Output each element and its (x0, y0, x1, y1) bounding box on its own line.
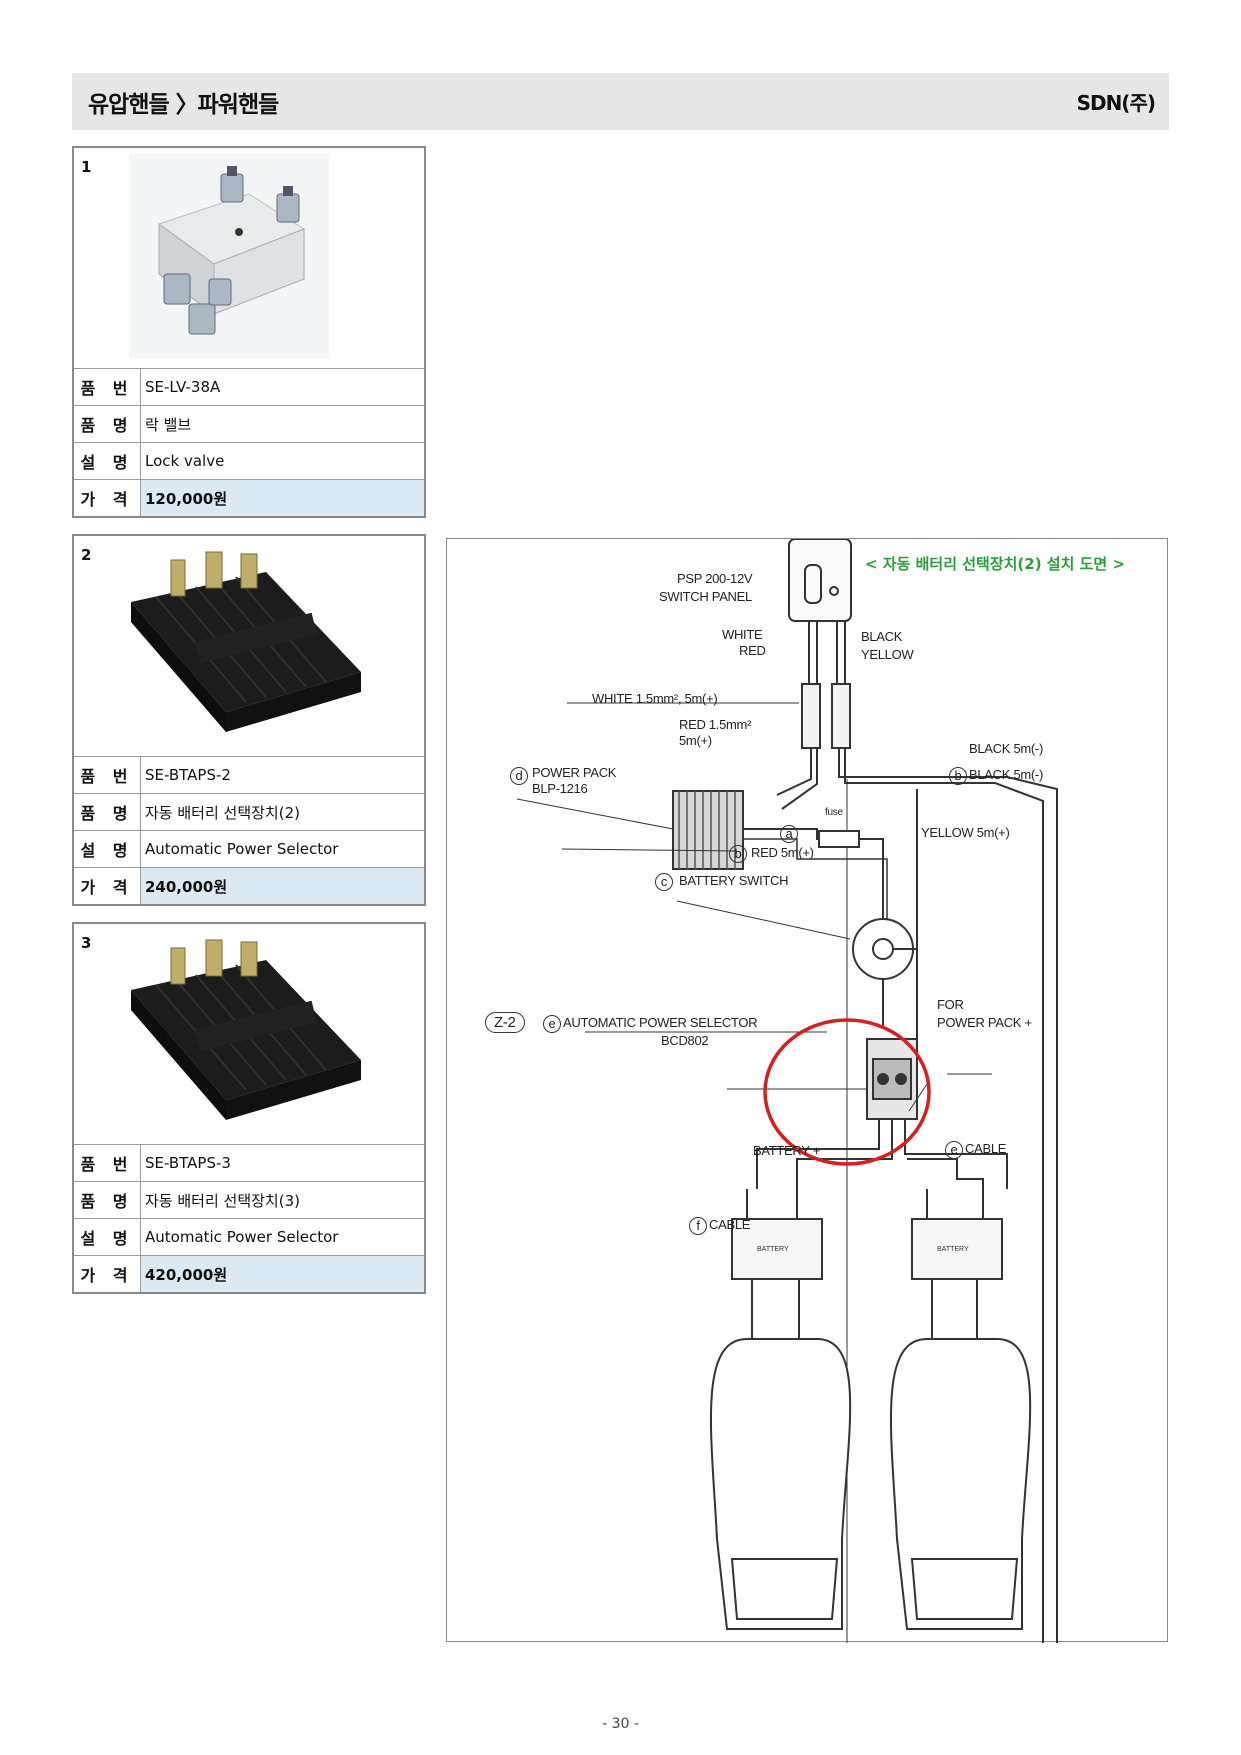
product-description: Automatic Power Selector (145, 840, 339, 858)
product-image-box: 1 (74, 148, 424, 369)
svg-text:BATTERY: BATTERY (937, 1246, 969, 1253)
label-white: WHITE (722, 627, 763, 642)
label-psp: PSP 200-12V (677, 571, 753, 586)
product-name: 자동 배터리 선택장치(3) (145, 1191, 300, 1210)
marker-e2: e (945, 1141, 963, 1159)
product-price: 420,000원 (141, 1256, 424, 1292)
product-number: 3 (81, 934, 92, 952)
product-image-box: 3 (74, 924, 424, 1145)
page-number: - 30 - (602, 1716, 639, 1732)
part-number: SE-BTAPS-3 (145, 1154, 231, 1172)
page-title: 유압핸들 〉파워핸들 (88, 92, 279, 118)
page-header: 유압핸들 〉파워핸들 SDN(주) (72, 73, 1169, 130)
label-red-wire-length: 5m(+) (679, 733, 712, 748)
diagram-title: < 자동 배터리 선택장치(2) 설치 도면 > (865, 555, 1126, 573)
seafirst-selector-photo (116, 542, 366, 746)
part-number: SE-LV-38A (145, 378, 221, 396)
product-name: 락 밸브 (145, 415, 192, 434)
label-for-power-pack: POWER PACK + (937, 1015, 1032, 1030)
label-power-pack-model: BLP-1216 (532, 781, 588, 796)
label-cable-e: CABLE (965, 1141, 1007, 1156)
label-aps: AUTOMATIC POWER SELECTOR (563, 1015, 758, 1030)
marker-a: a (780, 825, 798, 843)
label-fuse: fuse (825, 807, 843, 818)
label-black-5m-b: BLACK 5m(-) (969, 767, 1043, 782)
label-red: RED (739, 643, 766, 658)
marker-f: f (689, 1217, 707, 1235)
label-black-5m: BLACK 5m(-) (969, 741, 1043, 756)
part-number: SE-BTAPS-2 (145, 766, 231, 784)
label-switch-panel: SWITCH PANEL (659, 589, 752, 604)
product-price: 120,000원 (141, 480, 424, 516)
label-aps-model: BCD802 (661, 1033, 709, 1048)
label-power-pack: POWER PACK (532, 765, 617, 780)
label-white-wire: WHITE 1.5mm², 5m(+) (592, 691, 718, 706)
label-yellow-5m: YELLOW 5m(+) (921, 825, 1010, 840)
label-black: BLACK (861, 629, 903, 644)
wiring-diagram-drawing: BATTERY BATTERY (516, 539, 1058, 1643)
label-for: FOR (937, 997, 964, 1012)
label-red-wire: RED 1.5mm² (679, 717, 752, 732)
marker-d: d (510, 767, 528, 785)
product-price: 240,000원 (141, 868, 424, 904)
marker-b2: b (729, 845, 747, 863)
marker-c: c (655, 873, 673, 891)
seafirst-selector-photo (116, 930, 366, 1134)
label-z2: Z-2 (485, 1012, 525, 1033)
marker-e: e (543, 1015, 561, 1033)
product-description: Automatic Power Selector (145, 1228, 339, 1246)
label-yellow: YELLOW (861, 647, 914, 662)
marker-b: b (949, 767, 967, 785)
product-image-box: 2 (74, 536, 424, 757)
svg-text:BATTERY: BATTERY (757, 1246, 789, 1253)
product-number: 2 (81, 546, 92, 564)
label-red-5m: RED 5m(+) (751, 845, 814, 860)
label-battery-plus: BATTERY + (753, 1143, 821, 1158)
product-description: Lock valve (145, 452, 225, 470)
label-cable-f: CABLE (709, 1217, 751, 1232)
wiring-diagram: BATTERY BATTERY < 자동 배터리 선택장치(2) 설치 도면 >… (446, 538, 1168, 1643)
product-number: 1 (81, 158, 92, 176)
company-name: SDN(주) (1076, 91, 1156, 115)
label-battery-switch: BATTERY SWITCH (679, 873, 789, 888)
lock-valve-photo (129, 154, 329, 358)
product-name: 자동 배터리 선택장치(2) (145, 803, 300, 822)
